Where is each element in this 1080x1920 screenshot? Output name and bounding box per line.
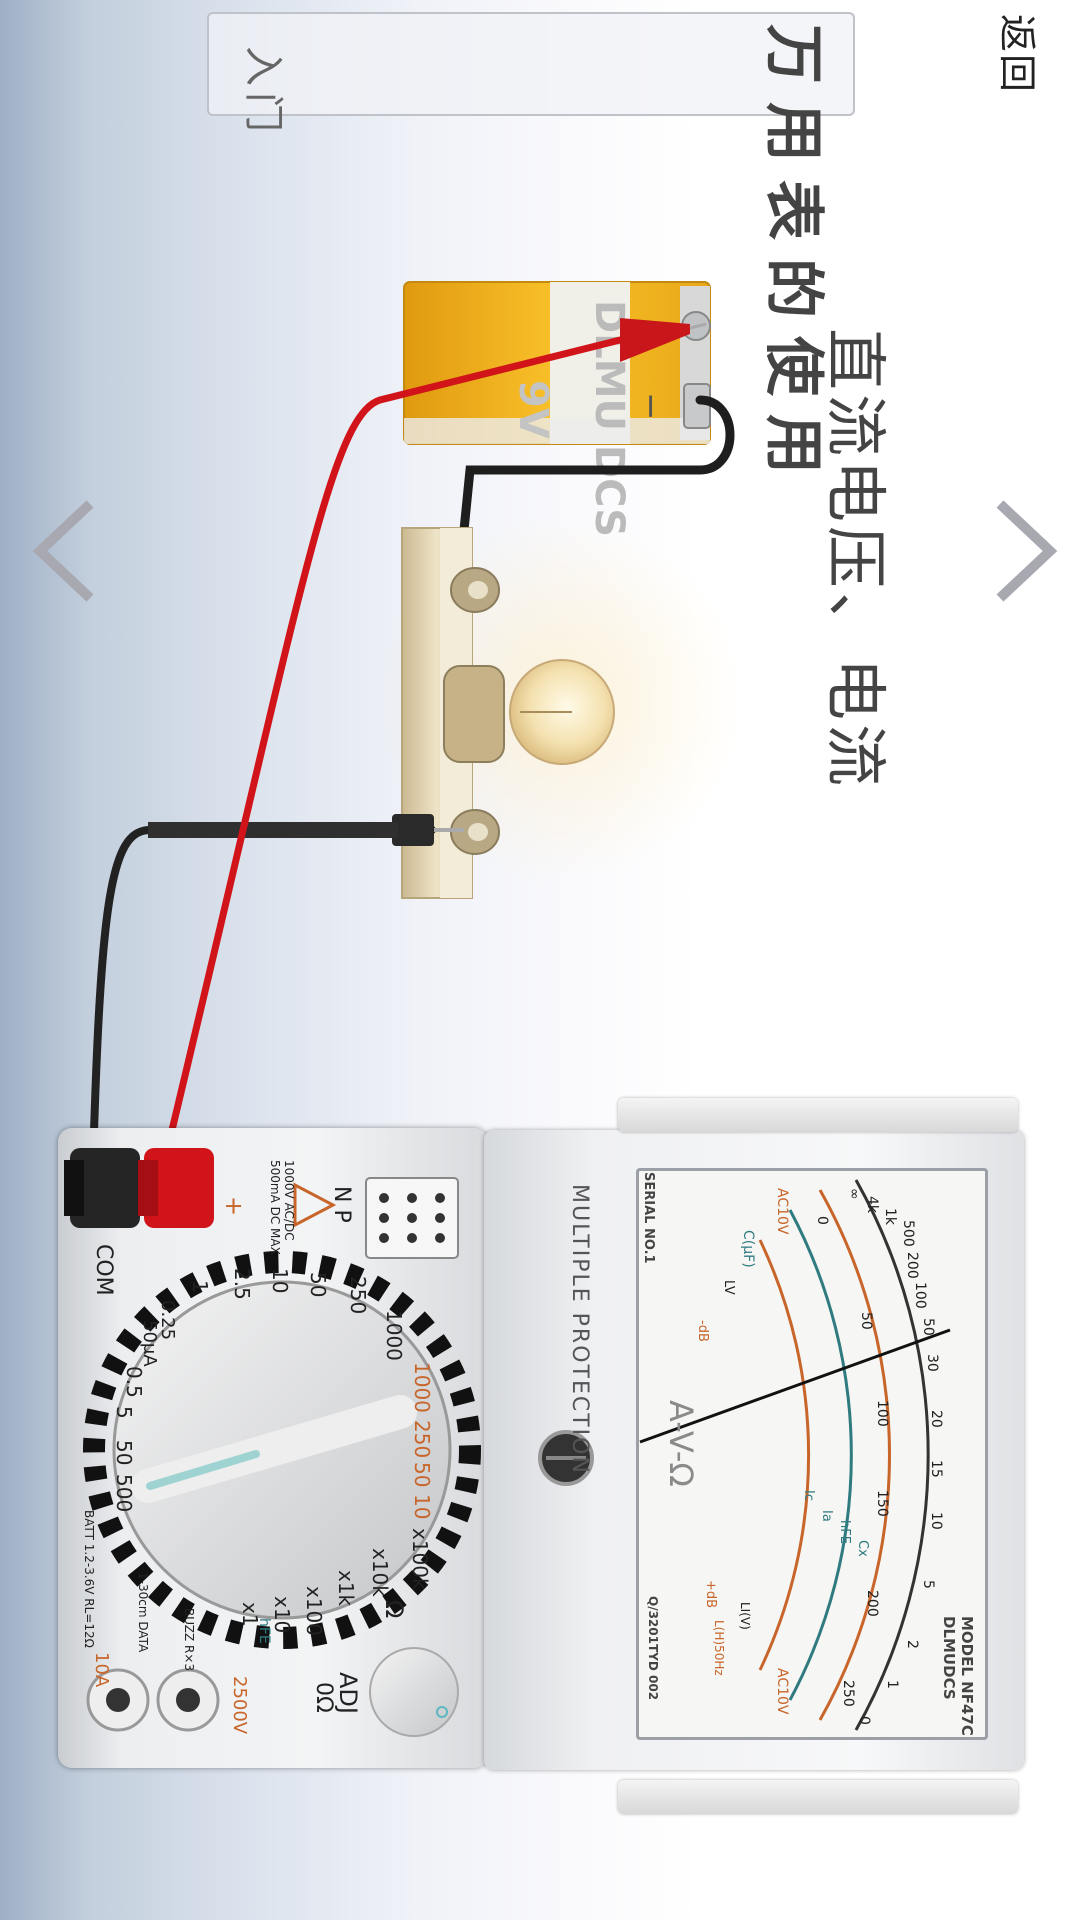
dc-scale-150: 150 (874, 1490, 890, 1517)
range-dcv-250: 250 (346, 1276, 370, 1315)
scale-label-ic: Ic (801, 1490, 816, 1501)
ohm-scale-200: 200 (904, 1252, 920, 1279)
com-label: COM (91, 1244, 116, 1296)
warning-icon (293, 1182, 337, 1228)
scale-label-acv-bottom: AC10V (774, 1668, 790, 1715)
jack-10a[interactable] (86, 1668, 150, 1732)
range-ohm-x100: x100 (302, 1586, 326, 1637)
ohm-scale-10: 10 (928, 1512, 944, 1530)
scale-label-ia: Ia (819, 1510, 834, 1522)
dc-scale-0: 0 (814, 1216, 830, 1225)
battery-voltage: 9V (510, 380, 556, 439)
range-acv-250: 250 (410, 1420, 434, 1459)
buzz-label: BUZZ R×3 (182, 1608, 196, 1672)
scale-label-li: LI(V) (738, 1602, 752, 1630)
title-box (207, 12, 855, 116)
black-probe-wire (88, 826, 436, 1204)
lamp-board (401, 527, 615, 899)
ohm-scale-4k: 4k (864, 1196, 880, 1214)
ohm-scale-100: 100 (912, 1282, 928, 1309)
jack-2500v[interactable] (156, 1668, 220, 1732)
red-probe-wire (156, 336, 624, 1184)
ohm-scale-500: 500 (900, 1220, 916, 1247)
range-ohm-x1: x1 (238, 1602, 262, 1627)
range-acv-50: 50 (410, 1462, 434, 1488)
avo-label: A-V-Ω (662, 1400, 700, 1487)
protection-label: MULTIPLE PROTECTION (567, 1184, 592, 1475)
range-dca-50: 50 (112, 1440, 136, 1466)
scale-label-minus-db: -dB (695, 1320, 710, 1342)
ohm-scale-20: 20 (928, 1410, 944, 1428)
jack-10a-label: 10A (91, 1652, 112, 1688)
scale-label-inductance: L(H)50Hz (712, 1620, 726, 1676)
range-ohm-x100k: x100k (408, 1528, 432, 1590)
black-probe-tip (392, 814, 434, 846)
dc-scale-250: 250 (840, 1680, 856, 1707)
range-acv-10: 10 (410, 1494, 434, 1520)
range-dcv-2.5: 2.5 (230, 1268, 254, 1300)
range-dcv-50: 50 (306, 1272, 330, 1298)
ohm-scale-1k: 1k (882, 1208, 898, 1226)
ohm-scale-1: 1 (884, 1680, 900, 1689)
prev-button[interactable] (30, 496, 100, 606)
ohm-symbol: Ω (380, 1600, 408, 1619)
max-rating-label: 1000V AC/DC 500mA DC MAX (268, 1160, 296, 1255)
np-label: N P (329, 1186, 354, 1223)
range-acv-1000: 1000 (410, 1362, 434, 1413)
meter-needle (639, 1328, 951, 1444)
ohm-scale-15: 15 (928, 1460, 944, 1478)
scale-label-acv-top: AC10V (774, 1188, 790, 1235)
meter-stand-bottom (618, 1780, 1018, 1814)
ohm-scale-inf: ∞ (846, 1188, 862, 1200)
range-dca-500: 500 (112, 1474, 136, 1513)
scale-label-plus-db: +dB (703, 1580, 718, 1609)
chevron-right-icon (996, 500, 1058, 602)
chevron-left-icon (32, 500, 94, 602)
adj-unit: 0Ω (311, 1682, 336, 1713)
dc-scale-100: 100 (874, 1400, 890, 1427)
data-label: 1-30cm DATA (136, 1572, 150, 1653)
dc-scale-50: 50 (858, 1312, 874, 1330)
standard-label: Q/3201TYD 002 (646, 1596, 660, 1701)
range-dcv-1000: 1000 (382, 1310, 406, 1361)
dc-scale-200: 200 (864, 1590, 880, 1617)
serial-label: SERIAL NO.1 (641, 1172, 656, 1264)
scale-label-cx: Cx (855, 1540, 870, 1557)
com-jack[interactable] (64, 1148, 140, 1228)
range-dcv-0.25: 0.25 (157, 1300, 178, 1341)
range-dca-5: 5 (112, 1406, 136, 1419)
ohm-scale-2: 2 (904, 1640, 920, 1649)
jack-2500v-label: 2500V (229, 1676, 250, 1735)
ohm-adjust-knob[interactable] (369, 1647, 459, 1737)
range-dcv-10: 10 (268, 1268, 292, 1294)
meter-stand-top (618, 1098, 1018, 1132)
range-dca-0.5: 0.5 (122, 1366, 146, 1398)
battery-minus: − (631, 392, 671, 421)
batt-label: BATT 1.2-3.6V RL=12Ω (82, 1510, 96, 1648)
range-dca-50ua: 50μA (139, 1320, 160, 1367)
ohm-scale-0: 0 (856, 1716, 872, 1725)
plus-label: + (220, 1196, 248, 1217)
range-ohm-x10k: x10k (368, 1548, 392, 1597)
model-label: MODEL NF47C (958, 1616, 976, 1736)
ohm-scale-30: 30 (924, 1354, 940, 1372)
adj-label: ADJ (334, 1672, 362, 1714)
range-ohm-x1k: x1k (334, 1570, 358, 1607)
ohm-scale-5: 5 (920, 1580, 936, 1589)
range-ohm-x10: x10 (270, 1596, 294, 1634)
next-button[interactable] (990, 496, 1060, 606)
scale-label-lv: LV (721, 1280, 736, 1295)
plus-jack[interactable] (138, 1148, 214, 1228)
scale-label-hfe: hFE (837, 1520, 852, 1544)
range-dcv-1: 1 (188, 1280, 212, 1293)
battery: DLMU DCS 9V − (403, 281, 711, 537)
ohm-scale-50: 50 (920, 1318, 936, 1336)
scale-label-cap: C(μF) (740, 1230, 756, 1268)
maker-label: DLMUDCS (940, 1616, 958, 1700)
